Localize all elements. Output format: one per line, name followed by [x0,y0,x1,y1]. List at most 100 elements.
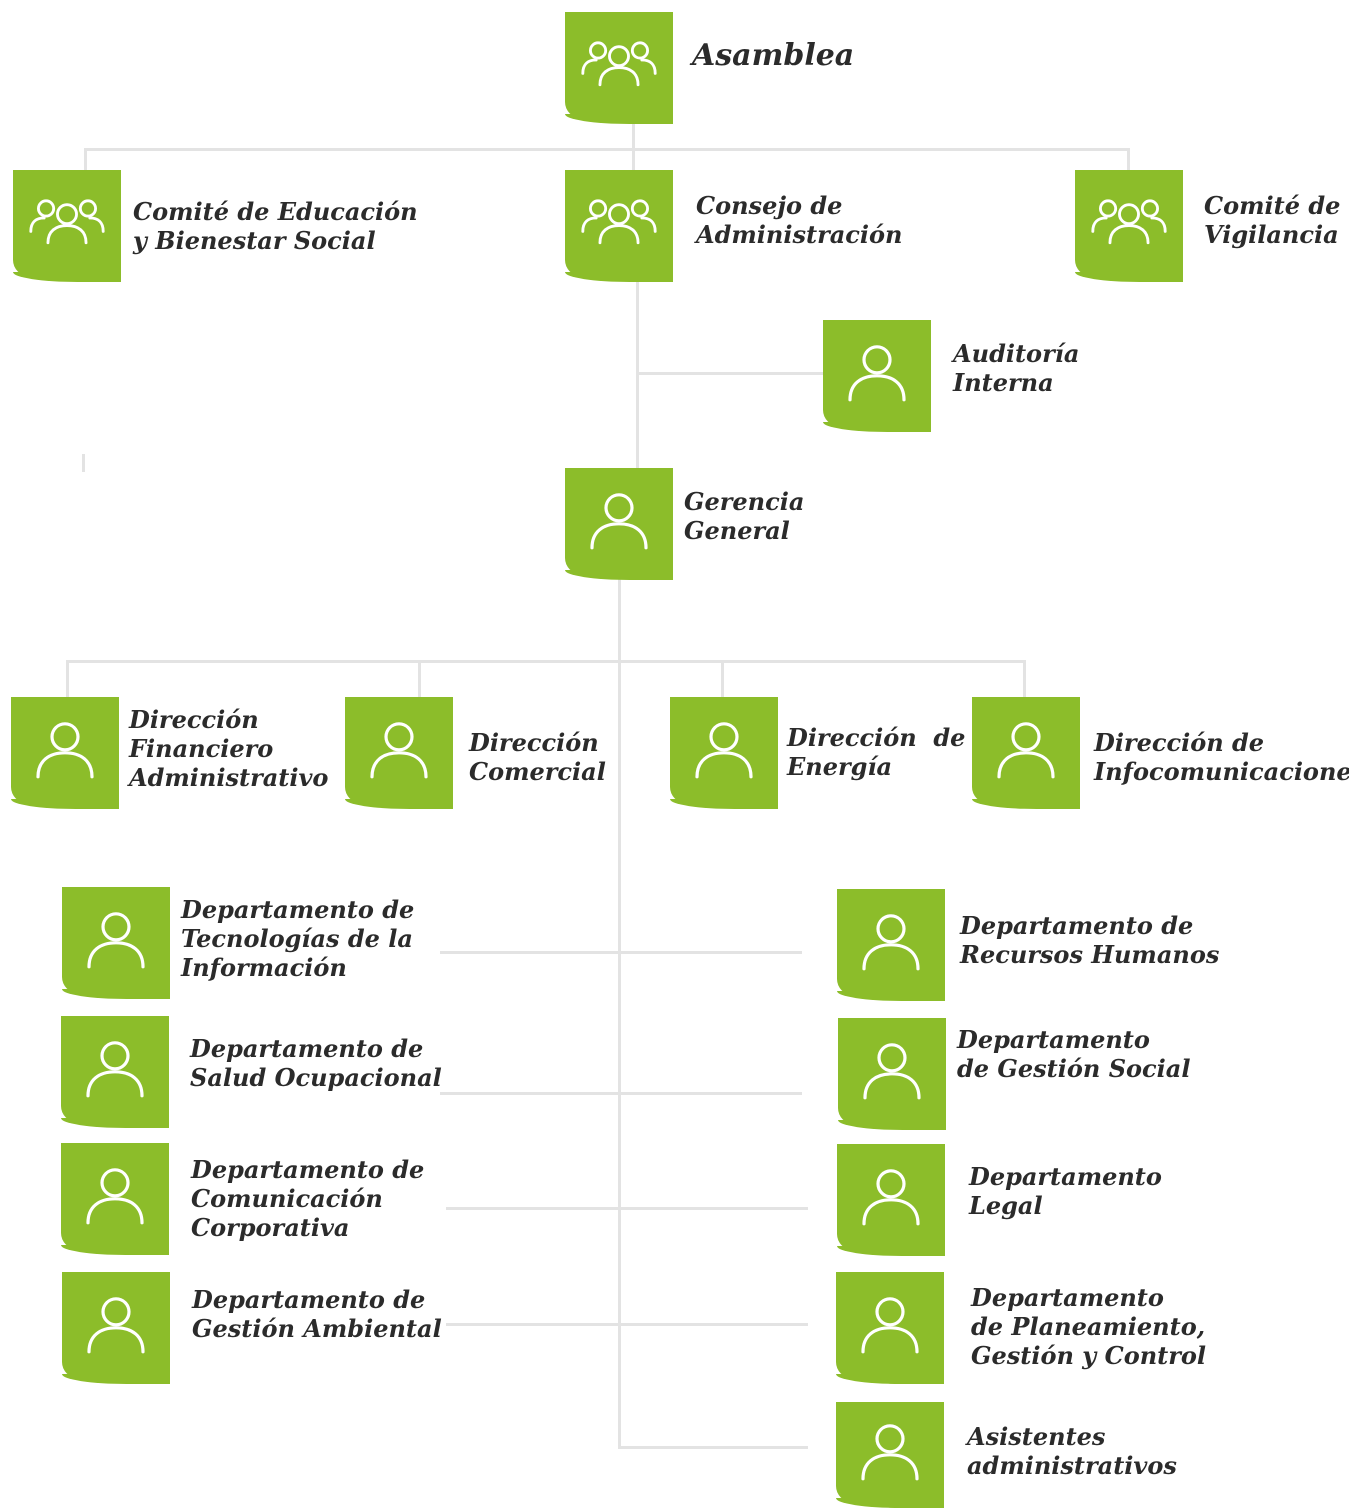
connector-line [84,148,1130,151]
person-icon [997,722,1055,779]
label-line: Recursos Humanos [960,939,1220,969]
label-dep-legal: Departamento Legal [969,1162,1162,1221]
label-line: Departamento [957,1025,1150,1054]
node-gerencia [565,468,673,580]
label-line: Departamento de [960,911,1194,940]
label-line: Legal [969,1190,1043,1220]
person-icon [863,1043,921,1100]
label-line: Información [181,952,347,982]
connector-line [84,148,87,172]
label-line: Gestión Ambiental [192,1313,442,1343]
label-line: de Gestión Social [957,1053,1191,1083]
node-auditoria [823,320,931,432]
person-icon [87,1297,145,1354]
person-icon [86,1041,144,1098]
label-line: Departamento [969,1162,1162,1191]
label-line: Auditoría [953,339,1080,368]
connector-line [446,1323,808,1326]
label-line: Comité de Educación [133,197,418,226]
label-dep-comunicacion: Departamento de Comunicación Corporativa [191,1155,425,1242]
person-icon [36,722,94,779]
person-icon [848,345,906,402]
label-line: Dirección [469,728,599,757]
label-line: Administración [696,219,903,249]
connector-line [636,280,639,470]
node-dir-energia [670,697,778,809]
label-dep-social: Departamento de Gestión Social [957,1025,1191,1084]
label-line: Dirección de [1094,728,1265,757]
label-dir-infocom: Dirección de Infocomunicaciones [1094,728,1349,787]
label-line: Corporativa [191,1212,350,1242]
label-line: Dirección de [787,723,966,752]
person-icon [862,1169,920,1226]
label-line: Interna [953,367,1054,397]
label-line: Infocomunicaciones [1094,756,1349,786]
label-line: Gestión y Control [971,1340,1207,1370]
label-line: y Bienestar Social [133,225,376,255]
label-dep-ti: Departamento de Tecnologías de la Inform… [181,895,415,982]
label-dep-salud: Departamento de Salud Ocupacional [190,1034,442,1093]
label-line: Comunicación [191,1183,383,1213]
label-line: Departamento de [191,1155,425,1184]
node-comite-vigilancia [1075,170,1183,282]
node-dep-ambiental [62,1272,170,1384]
group-icon [581,199,657,245]
label-gerencia: Gerencia General [684,487,804,546]
connector-line [82,454,85,472]
label-line: General [684,515,790,545]
label-line: administrativos [967,1450,1177,1480]
person-icon [695,722,753,779]
person-icon [590,493,648,550]
label-dir-comercial: Dirección Comercial [469,728,606,787]
person-icon [862,914,920,971]
label-dep-rrhh: Departamento de Recursos Humanos [960,911,1220,970]
group-icon [581,41,657,87]
label-line: Departamento de [181,895,415,924]
node-dir-infocom [972,697,1080,809]
label-line: Consejo de [696,191,843,220]
label-dep-ambiental: Departamento de Gestión Ambiental [192,1285,442,1344]
label-line: Dirección [129,705,259,734]
label-line: Tecnologías de la [181,923,413,953]
label-auditoria: Auditoría Interna [953,339,1080,398]
person-icon [370,722,428,779]
connector-line [1127,148,1130,172]
label-line: Comité de [1204,191,1341,220]
node-dir-financiero [11,697,119,809]
node-dep-planeamiento [836,1272,944,1384]
label-line: Vigilancia [1204,219,1339,249]
person-icon [861,1297,919,1354]
connector-line [618,1446,808,1449]
connector-line [440,1092,802,1095]
connector-line [446,1207,808,1210]
person-icon [861,1424,919,1481]
label-consejo: Consejo de Administración [696,191,903,250]
label-comite-educacion: Comité de Educación y Bienestar Social [133,197,418,256]
label-dir-energia: Dirección de Energía [787,723,966,782]
label-line: Asamblea [692,38,855,73]
node-dir-comercial [345,697,453,809]
connector-line [636,372,826,375]
label-dir-financiero: Dirección Financiero Administrativo [129,705,329,792]
label-line: de Planeamiento, [971,1311,1206,1341]
label-line: Departamento de [190,1034,424,1063]
node-asistentes [836,1402,944,1508]
connector-line [418,660,421,700]
node-dep-legal [837,1144,945,1256]
label-line: Administrativo [129,762,329,792]
node-dep-comunicacion [61,1143,169,1255]
label-line: Energía [787,751,893,781]
connector-line [66,660,69,700]
node-dep-social [838,1018,946,1130]
label-asamblea: Asamblea [692,38,854,74]
label-line: Comercial [469,756,606,786]
node-consejo [565,170,673,282]
connector-line [721,660,724,700]
group-icon [29,199,105,245]
connector-line [66,660,1026,663]
person-icon [87,912,145,969]
node-dep-salud [61,1016,169,1128]
node-asamblea [565,12,673,124]
label-dep-planeamiento: Departamento de Planeamiento, Gestión y … [971,1283,1207,1370]
label-line: Departamento de [192,1285,426,1314]
